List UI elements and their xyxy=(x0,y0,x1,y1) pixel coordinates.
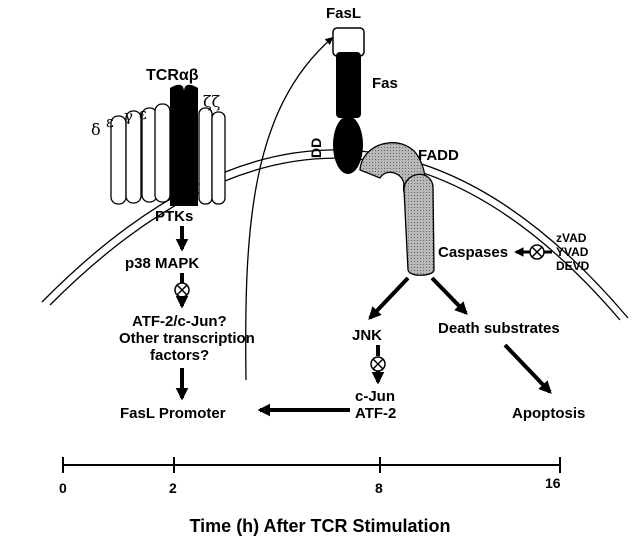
tick-label-16: 16 xyxy=(545,475,561,491)
fasl-promoter-label: FasL Promoter xyxy=(120,405,226,422)
devd-label: DEVD xyxy=(556,259,590,273)
atf2-label: ATF-2 xyxy=(355,405,396,422)
atf-cjun-label: ATF-2/c-Jun? xyxy=(132,313,227,330)
apoptosis-label: Apoptosis xyxy=(512,405,585,422)
zvad-label: zVAD xyxy=(556,231,587,245)
fas-receptor xyxy=(336,52,361,118)
death-domain xyxy=(333,116,363,174)
cd3-epsilon-label-2: ε xyxy=(139,105,147,123)
tcr-label: TCRαβ xyxy=(146,67,199,84)
fasl-label: FasL xyxy=(326,5,361,22)
jnk-label: JNK xyxy=(352,327,382,344)
fas-label: Fas xyxy=(372,75,398,92)
inhibitor-symbol-jnk xyxy=(370,356,386,372)
fasl-ligand xyxy=(332,27,365,57)
arrow-caspase-jnk xyxy=(368,276,410,320)
fadd-label: FADD xyxy=(418,147,459,164)
other-tf-label: Other transcription xyxy=(119,330,255,347)
factors-label: factors? xyxy=(150,347,209,364)
zeta-chain-1 xyxy=(198,107,213,205)
cd3-epsilon-chain-2 xyxy=(154,103,171,203)
fasl-transport-arrow xyxy=(245,36,334,381)
tcr-alphabeta xyxy=(170,84,198,206)
cd3-delta-label: δ xyxy=(91,120,101,139)
tick-label-8: 8 xyxy=(375,480,383,496)
death-substrates-label: Death substrates xyxy=(438,320,560,337)
inhibitor-symbol-caspases xyxy=(529,244,545,260)
dd-label: DD xyxy=(308,138,324,158)
tick-label-0: 0 xyxy=(59,480,67,496)
timeline-title: Time (h) After TCR Stimulation xyxy=(190,516,451,536)
timeline-axis xyxy=(62,457,561,473)
arrow-substrates-apoptosis xyxy=(503,343,552,394)
zeta-chain-2 xyxy=(211,111,226,205)
tick-label-2: 2 xyxy=(169,480,177,496)
caspase-pro-domain xyxy=(403,173,435,276)
ptks-label: PTKs xyxy=(155,208,193,225)
cd3-epsilon-chain-1 xyxy=(125,110,142,204)
cd3-epsilon-label-1: ε xyxy=(106,113,114,131)
yvad-label: YVAD xyxy=(556,245,589,259)
caspases-label: Caspases xyxy=(438,244,508,261)
zeta-label: ζζ xyxy=(203,92,221,111)
cd3-gamma-label: γ xyxy=(124,107,133,125)
cjun-label: c-Jun xyxy=(355,388,395,405)
p38-label: p38 MAPK xyxy=(125,255,199,272)
arrow-caspase-substrates xyxy=(430,276,468,315)
inhibitor-symbol-p38 xyxy=(174,282,190,298)
